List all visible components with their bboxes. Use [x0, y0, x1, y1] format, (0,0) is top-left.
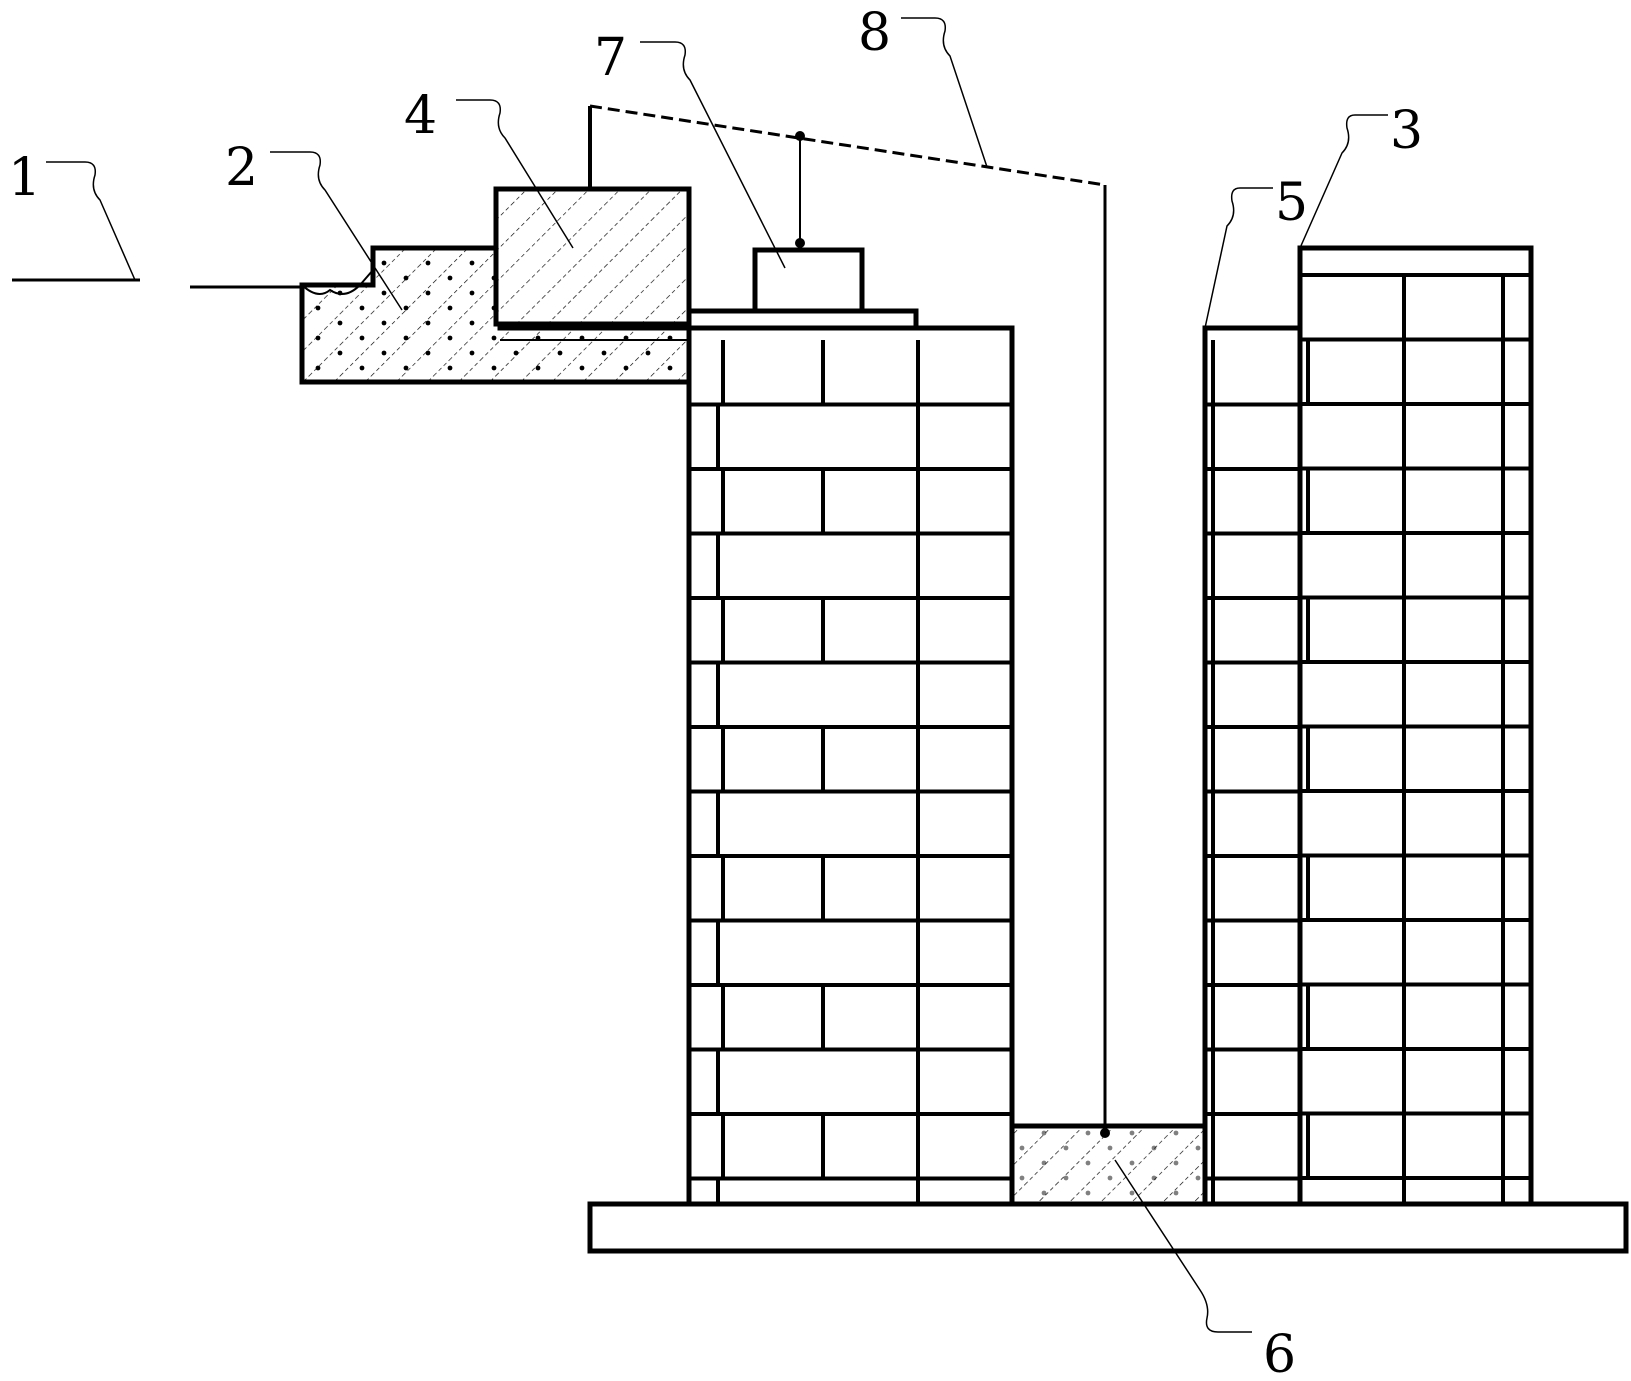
cavity-bottom-block [1009, 1123, 1208, 1207]
label-6: 6 [1263, 1325, 1296, 1381]
leader-4 [456, 99, 574, 249]
leader-6 [1114, 1159, 1252, 1333]
top-hatched-block [493, 186, 692, 341]
right-wall-outline [1202, 325, 1303, 1207]
leader-2 [270, 151, 403, 311]
label-8: 8 [858, 3, 891, 63]
label-4: 4 [404, 86, 437, 146]
leader-1 [46, 161, 136, 281]
lead-line-1 [12, 278, 302, 289]
leader-5 [1204, 187, 1273, 329]
small-block [752, 247, 865, 314]
left-wall-courses [689, 340, 1012, 1204]
ground-slab [587, 1201, 1629, 1254]
label-1: 1 [8, 148, 41, 208]
leader-7 [640, 41, 786, 269]
label-3: 3 [1390, 101, 1423, 161]
wall-cap-plate [686, 308, 919, 331]
connecting-cable [588, 104, 1110, 1138]
leader-8 [901, 17, 988, 168]
label-2: 2 [225, 138, 258, 198]
left-brick-wall [686, 325, 1015, 1207]
label-5: 5 [1275, 173, 1308, 233]
leader-3 [1299, 114, 1388, 249]
leader-lines [46, 17, 1388, 1333]
right-wall-courses [1205, 340, 1300, 1204]
right-main-courses [1300, 273, 1531, 1204]
label-7: 7 [594, 28, 627, 88]
right-brick-wall [1202, 245, 1534, 1207]
left-wall-outline [686, 325, 1015, 1207]
